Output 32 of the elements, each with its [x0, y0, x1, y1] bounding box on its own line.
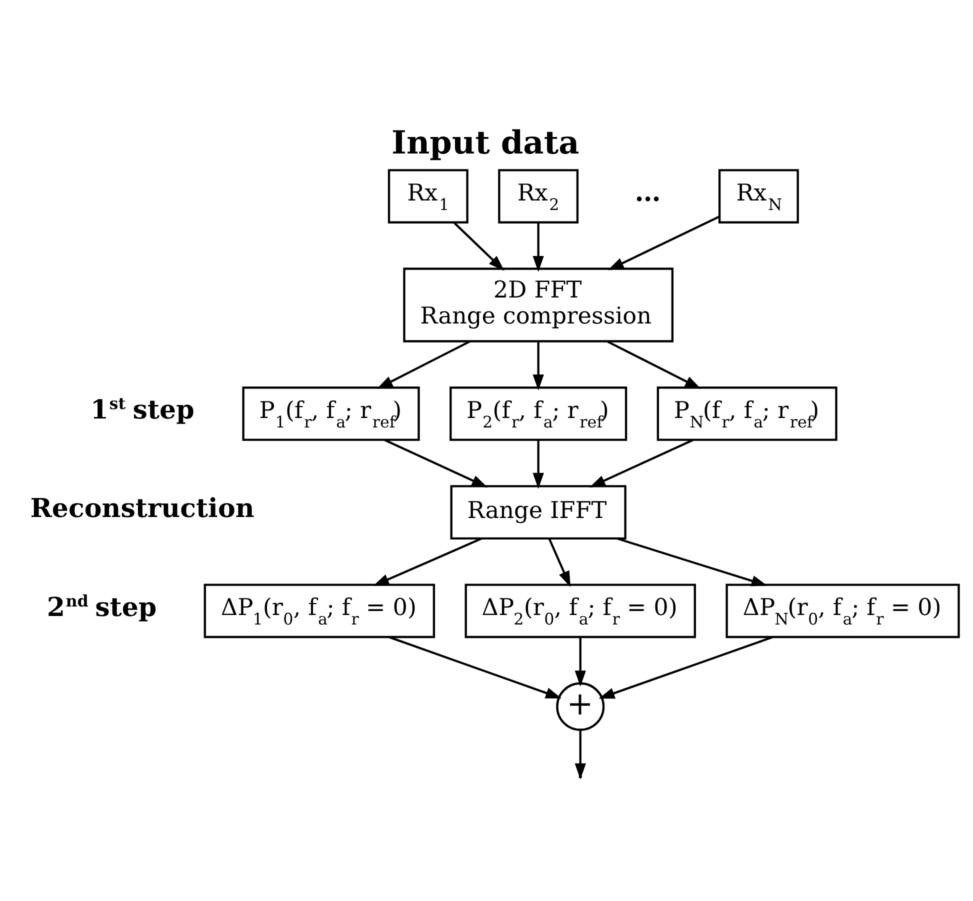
- node-box: Rx$_{1}$: [388, 169, 468, 224]
- node-box: P$_{2}$(f$_{r}$, f$_{a}$; r$_{ref}$): [450, 386, 628, 441]
- node-circle: +: [556, 682, 605, 731]
- node-box: ΔP$_{2}$(r$_{0}$, f$_{a}$; f$_{r}$ = 0): [464, 584, 696, 638]
- arrow: [384, 439, 488, 488]
- node-box: 2D FFT Range compression: [403, 268, 674, 342]
- label: Reconstruction: [30, 494, 254, 524]
- label: 2$^{nd}$ step: [46, 591, 157, 623]
- node-box: ΔP$_{1}$(r$_{0}$, f$_{a}$; f$_{r}$ = 0): [204, 584, 436, 638]
- label: 1$^{st}$ step: [90, 394, 194, 426]
- arrow: [616, 537, 768, 586]
- arrow: [532, 222, 544, 272]
- diagram-title: Input data: [392, 124, 580, 162]
- node-box: ΔP$_{N}$(r$_{0}$, f$_{a}$; f$_{r}$ = 0): [726, 584, 960, 638]
- label: …: [634, 178, 661, 208]
- node-box: Rx$_{2}$: [498, 169, 579, 224]
- arrow: [532, 440, 544, 489]
- arrow: [389, 636, 562, 698]
- node-box: P$_{N}$(f$_{r}$, f$_{a}$; r$_{ref}$): [656, 386, 838, 441]
- arrow: [574, 637, 586, 687]
- arrow: [373, 538, 482, 586]
- arrow: [376, 340, 470, 389]
- arrow: [608, 216, 720, 270]
- node-box: Range IFFT: [450, 485, 626, 540]
- arrow: [532, 342, 544, 391]
- node-box: P$_{1}$(f$_{r}$, f$_{a}$; r$_{ref}$): [242, 386, 420, 441]
- arrow: [598, 636, 773, 699]
- arrow: [589, 439, 694, 488]
- arrow: [606, 340, 701, 389]
- arrow: [548, 538, 571, 588]
- node-box: Rx$_{N}$: [718, 169, 799, 224]
- arrow: [454, 222, 504, 271]
